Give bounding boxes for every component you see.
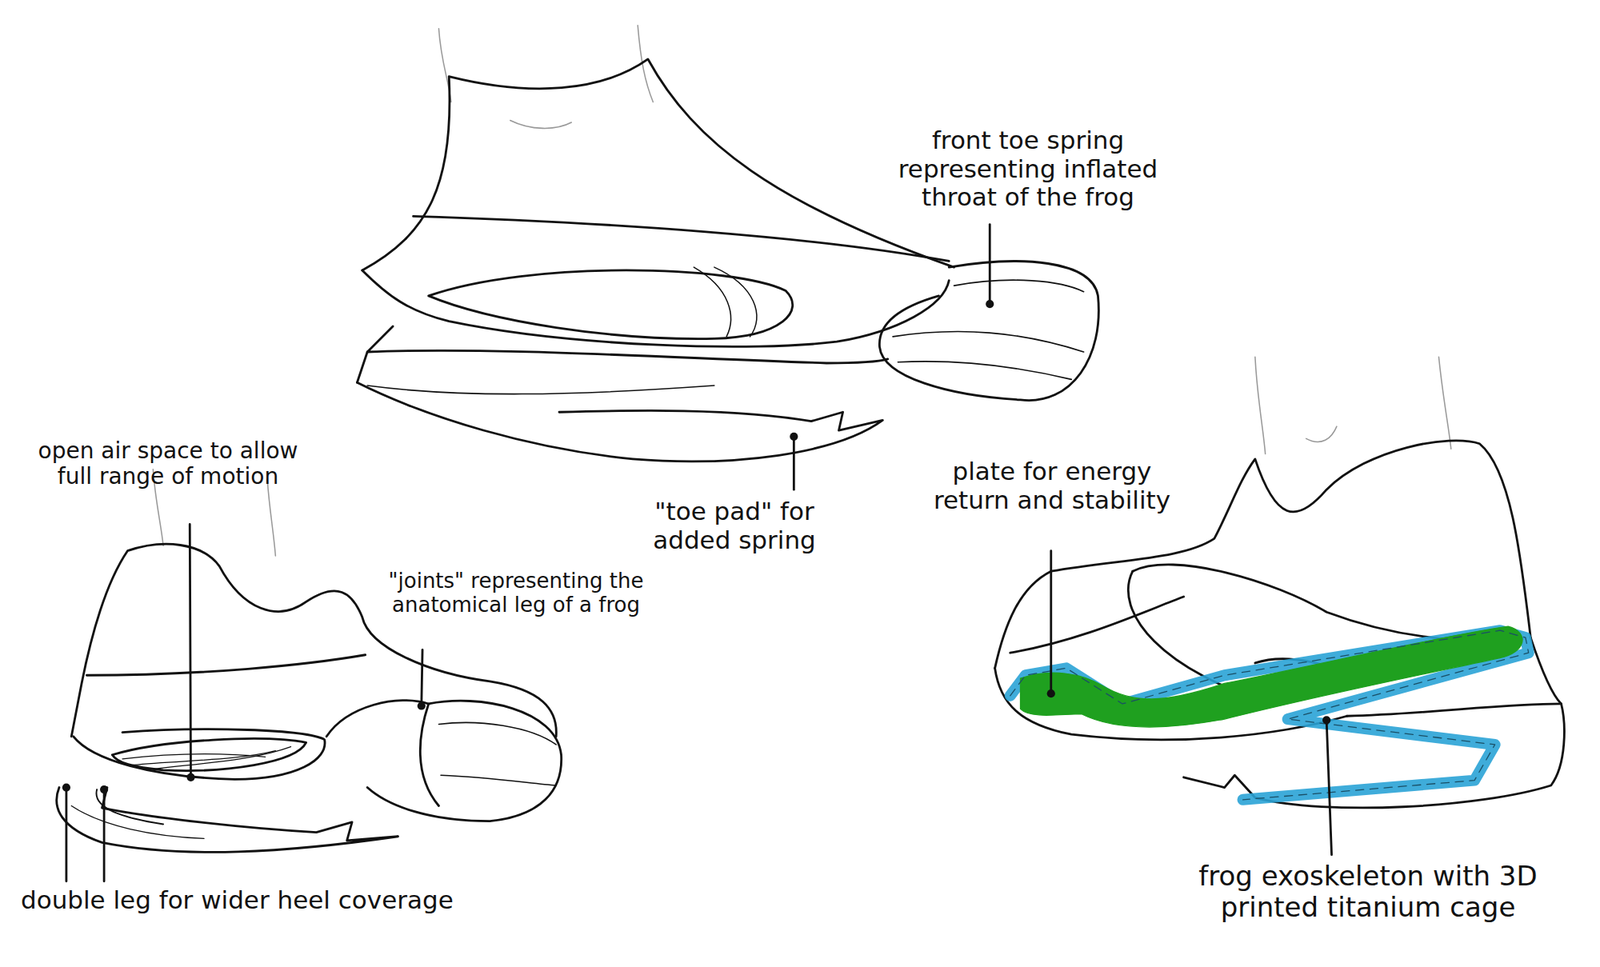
annotation-label: "toe pad" for added spring (630, 497, 839, 555)
leader-lines (66, 224, 1332, 882)
energy-plate (1020, 626, 1523, 728)
annotation-label: frog exoskeleton with 3D printed titaniu… (1152, 860, 1584, 924)
leader-dots (62, 300, 1331, 794)
annotation-label: front toe spring representing inflated t… (860, 126, 1196, 212)
cage-dashes (1010, 630, 1529, 800)
annotation-label: "joints" representing the anatomical leg… (384, 569, 648, 618)
top-shoe (356, 25, 1099, 462)
annotation-label: double leg for wider heel coverage (20, 886, 454, 916)
right-shoe (995, 356, 1565, 808)
left-shoe (56, 469, 562, 853)
annotation-label: open air space to allow full range of mo… (24, 438, 312, 490)
annotation-label: plate for energy return and stability (928, 457, 1176, 515)
